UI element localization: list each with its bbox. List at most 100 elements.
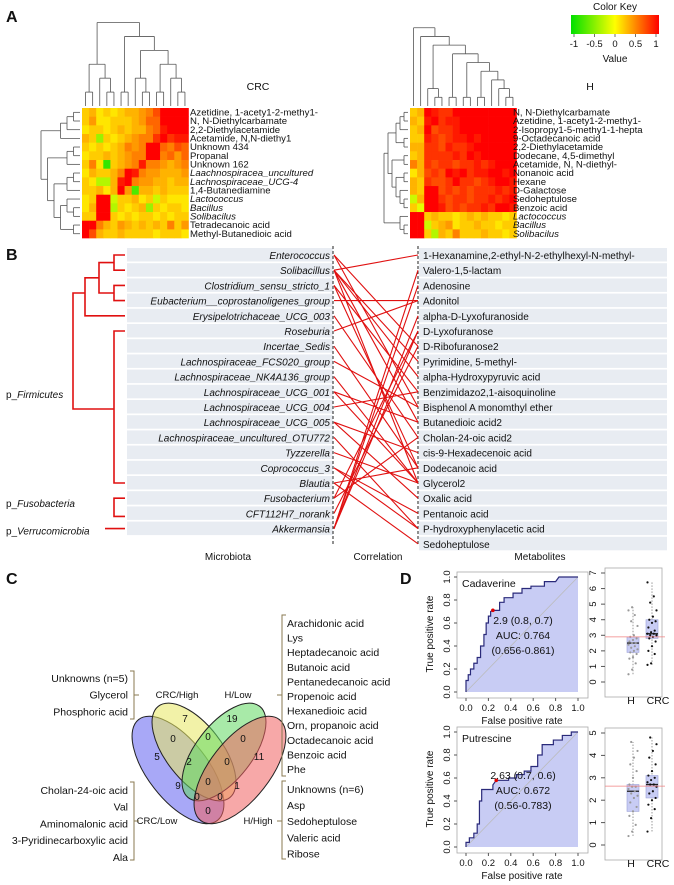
heatmap-cell bbox=[103, 229, 111, 239]
heatmap-cell bbox=[124, 108, 132, 117]
microbiota-label: Lachnospiraceae_NK4A136_group bbox=[174, 373, 330, 384]
boxplot-point bbox=[631, 606, 634, 609]
y-tick-label: 0.2 bbox=[442, 817, 453, 830]
list-bracket bbox=[277, 780, 286, 860]
metabolite-label: Adonitol bbox=[423, 297, 459, 308]
boxplot-point bbox=[655, 634, 658, 637]
heatmap-cell bbox=[124, 212, 132, 222]
color-key-xlabel: Value bbox=[603, 54, 628, 65]
heatmap-cell bbox=[509, 229, 517, 239]
y-tick-label: 6 bbox=[588, 586, 599, 591]
phylum-prefix: p_ bbox=[6, 499, 18, 510]
heatmap-cell bbox=[124, 229, 132, 239]
heatmap-cell bbox=[502, 134, 510, 143]
heatmap-cell bbox=[174, 134, 182, 143]
heatmap-cell bbox=[424, 160, 432, 169]
heatmap-cell bbox=[452, 168, 460, 178]
heatmap-cell bbox=[160, 203, 168, 213]
microbiota-axis-label: Microbiota bbox=[205, 552, 252, 563]
boxplot-point bbox=[647, 626, 650, 629]
boxplot-point bbox=[631, 810, 635, 813]
correlation-link bbox=[333, 421, 419, 499]
heatmap-cell bbox=[181, 220, 189, 230]
microbiota-label: Lachnospiraceae_FCS020_group bbox=[180, 357, 330, 368]
heatmap-cell bbox=[124, 151, 132, 161]
phylum-name: Fusobacteria bbox=[17, 499, 75, 510]
microbiota-label: Lachnospiraceae_uncultured_OTU772 bbox=[158, 433, 330, 444]
y-tick-label: 0.6 bbox=[442, 616, 453, 629]
heatmap-cell bbox=[89, 151, 97, 161]
microbiota-label: Clostridium_sensu_stricto_1 bbox=[204, 281, 330, 292]
heatmap-cell bbox=[138, 229, 147, 239]
heatmap-cell bbox=[96, 108, 104, 117]
heatmap-cell bbox=[82, 151, 90, 161]
heatmap-cell bbox=[153, 134, 161, 143]
microbiota-label: Roseburia bbox=[284, 327, 330, 338]
heatmap-cell bbox=[495, 134, 503, 143]
boxplot-point bbox=[630, 620, 633, 623]
metabolite-list-item: Phe bbox=[287, 764, 306, 776]
heatmap-cell bbox=[167, 160, 175, 169]
heatmap-cell bbox=[174, 220, 182, 230]
boxplot-point bbox=[646, 830, 649, 833]
y-tick-label: 7 bbox=[588, 570, 599, 575]
heatmap-cell bbox=[110, 229, 118, 239]
boxplot-point bbox=[627, 609, 630, 612]
venn-region-count: 0 bbox=[224, 757, 230, 768]
heatmap-cell bbox=[96, 160, 104, 169]
venn-region-count: 0 bbox=[205, 732, 211, 743]
heatmap-cell bbox=[103, 220, 111, 230]
color-key-tick-label: -1 bbox=[570, 39, 578, 50]
heatmap-cell bbox=[167, 151, 175, 161]
heatmap-cell bbox=[117, 229, 125, 239]
venn-set-label: CRC/High bbox=[156, 690, 199, 701]
heatmap-row-label: Nonanoic acid bbox=[513, 168, 574, 179]
heatmap-cell bbox=[473, 220, 482, 230]
heatmap-cell bbox=[424, 220, 432, 230]
heatmap-cell bbox=[509, 203, 517, 213]
heatmap-cell bbox=[424, 134, 432, 143]
correlation-link bbox=[333, 315, 419, 529]
heatmap-cell bbox=[459, 116, 468, 126]
heatmap-row-label: Unknown 434 bbox=[190, 142, 249, 153]
heatmap-cell bbox=[181, 212, 189, 222]
heatmap-cell bbox=[459, 194, 468, 204]
boxplot-point bbox=[650, 645, 654, 648]
microbiota-band bbox=[127, 293, 333, 308]
metabolite-list-item: Lys bbox=[287, 633, 303, 645]
heatmap-cell bbox=[96, 142, 104, 152]
heatmap-cell bbox=[438, 220, 446, 230]
heatmap-cell bbox=[424, 168, 432, 178]
boxplot-point bbox=[650, 621, 654, 624]
boxplot-point bbox=[648, 618, 651, 621]
heatmap-cell bbox=[181, 160, 189, 169]
heatmap-cell bbox=[131, 134, 140, 143]
boxplot-point bbox=[634, 823, 637, 826]
venn-region-count: 19 bbox=[226, 714, 238, 725]
metabolite-band bbox=[419, 491, 667, 505]
roc-curve bbox=[465, 731, 578, 847]
heatmap-cell bbox=[89, 203, 97, 213]
heatmap-cell bbox=[466, 168, 475, 178]
heatmap-cell bbox=[117, 108, 125, 117]
heatmap-cell bbox=[174, 229, 182, 239]
heatmap-row-label: 2-Isopropy1-5-methy1-1-hepta bbox=[513, 125, 643, 136]
heatmap-cell bbox=[438, 160, 446, 169]
heatmap-cell bbox=[438, 151, 446, 161]
metabolite-band bbox=[419, 293, 667, 308]
heatmap-cell bbox=[160, 229, 168, 239]
boxplot-point bbox=[631, 668, 634, 671]
venn-set-label: CRC/Low bbox=[137, 816, 178, 827]
heatmap-cell bbox=[124, 220, 132, 230]
y-tick-label: 0.0 bbox=[442, 685, 453, 698]
microbiota-band bbox=[127, 415, 333, 429]
heatmap-cell bbox=[138, 160, 147, 169]
x-tick-label: 1.0 bbox=[571, 858, 584, 869]
heatmap-cell bbox=[138, 108, 147, 117]
microbiota-label: Tyzzerella bbox=[285, 449, 330, 460]
heatmap-cell bbox=[509, 186, 517, 195]
heatmap-cell bbox=[424, 116, 432, 126]
phylo-tree-branch bbox=[113, 254, 125, 271]
boxplot-point bbox=[636, 648, 639, 651]
heatmap-cell bbox=[445, 229, 453, 239]
